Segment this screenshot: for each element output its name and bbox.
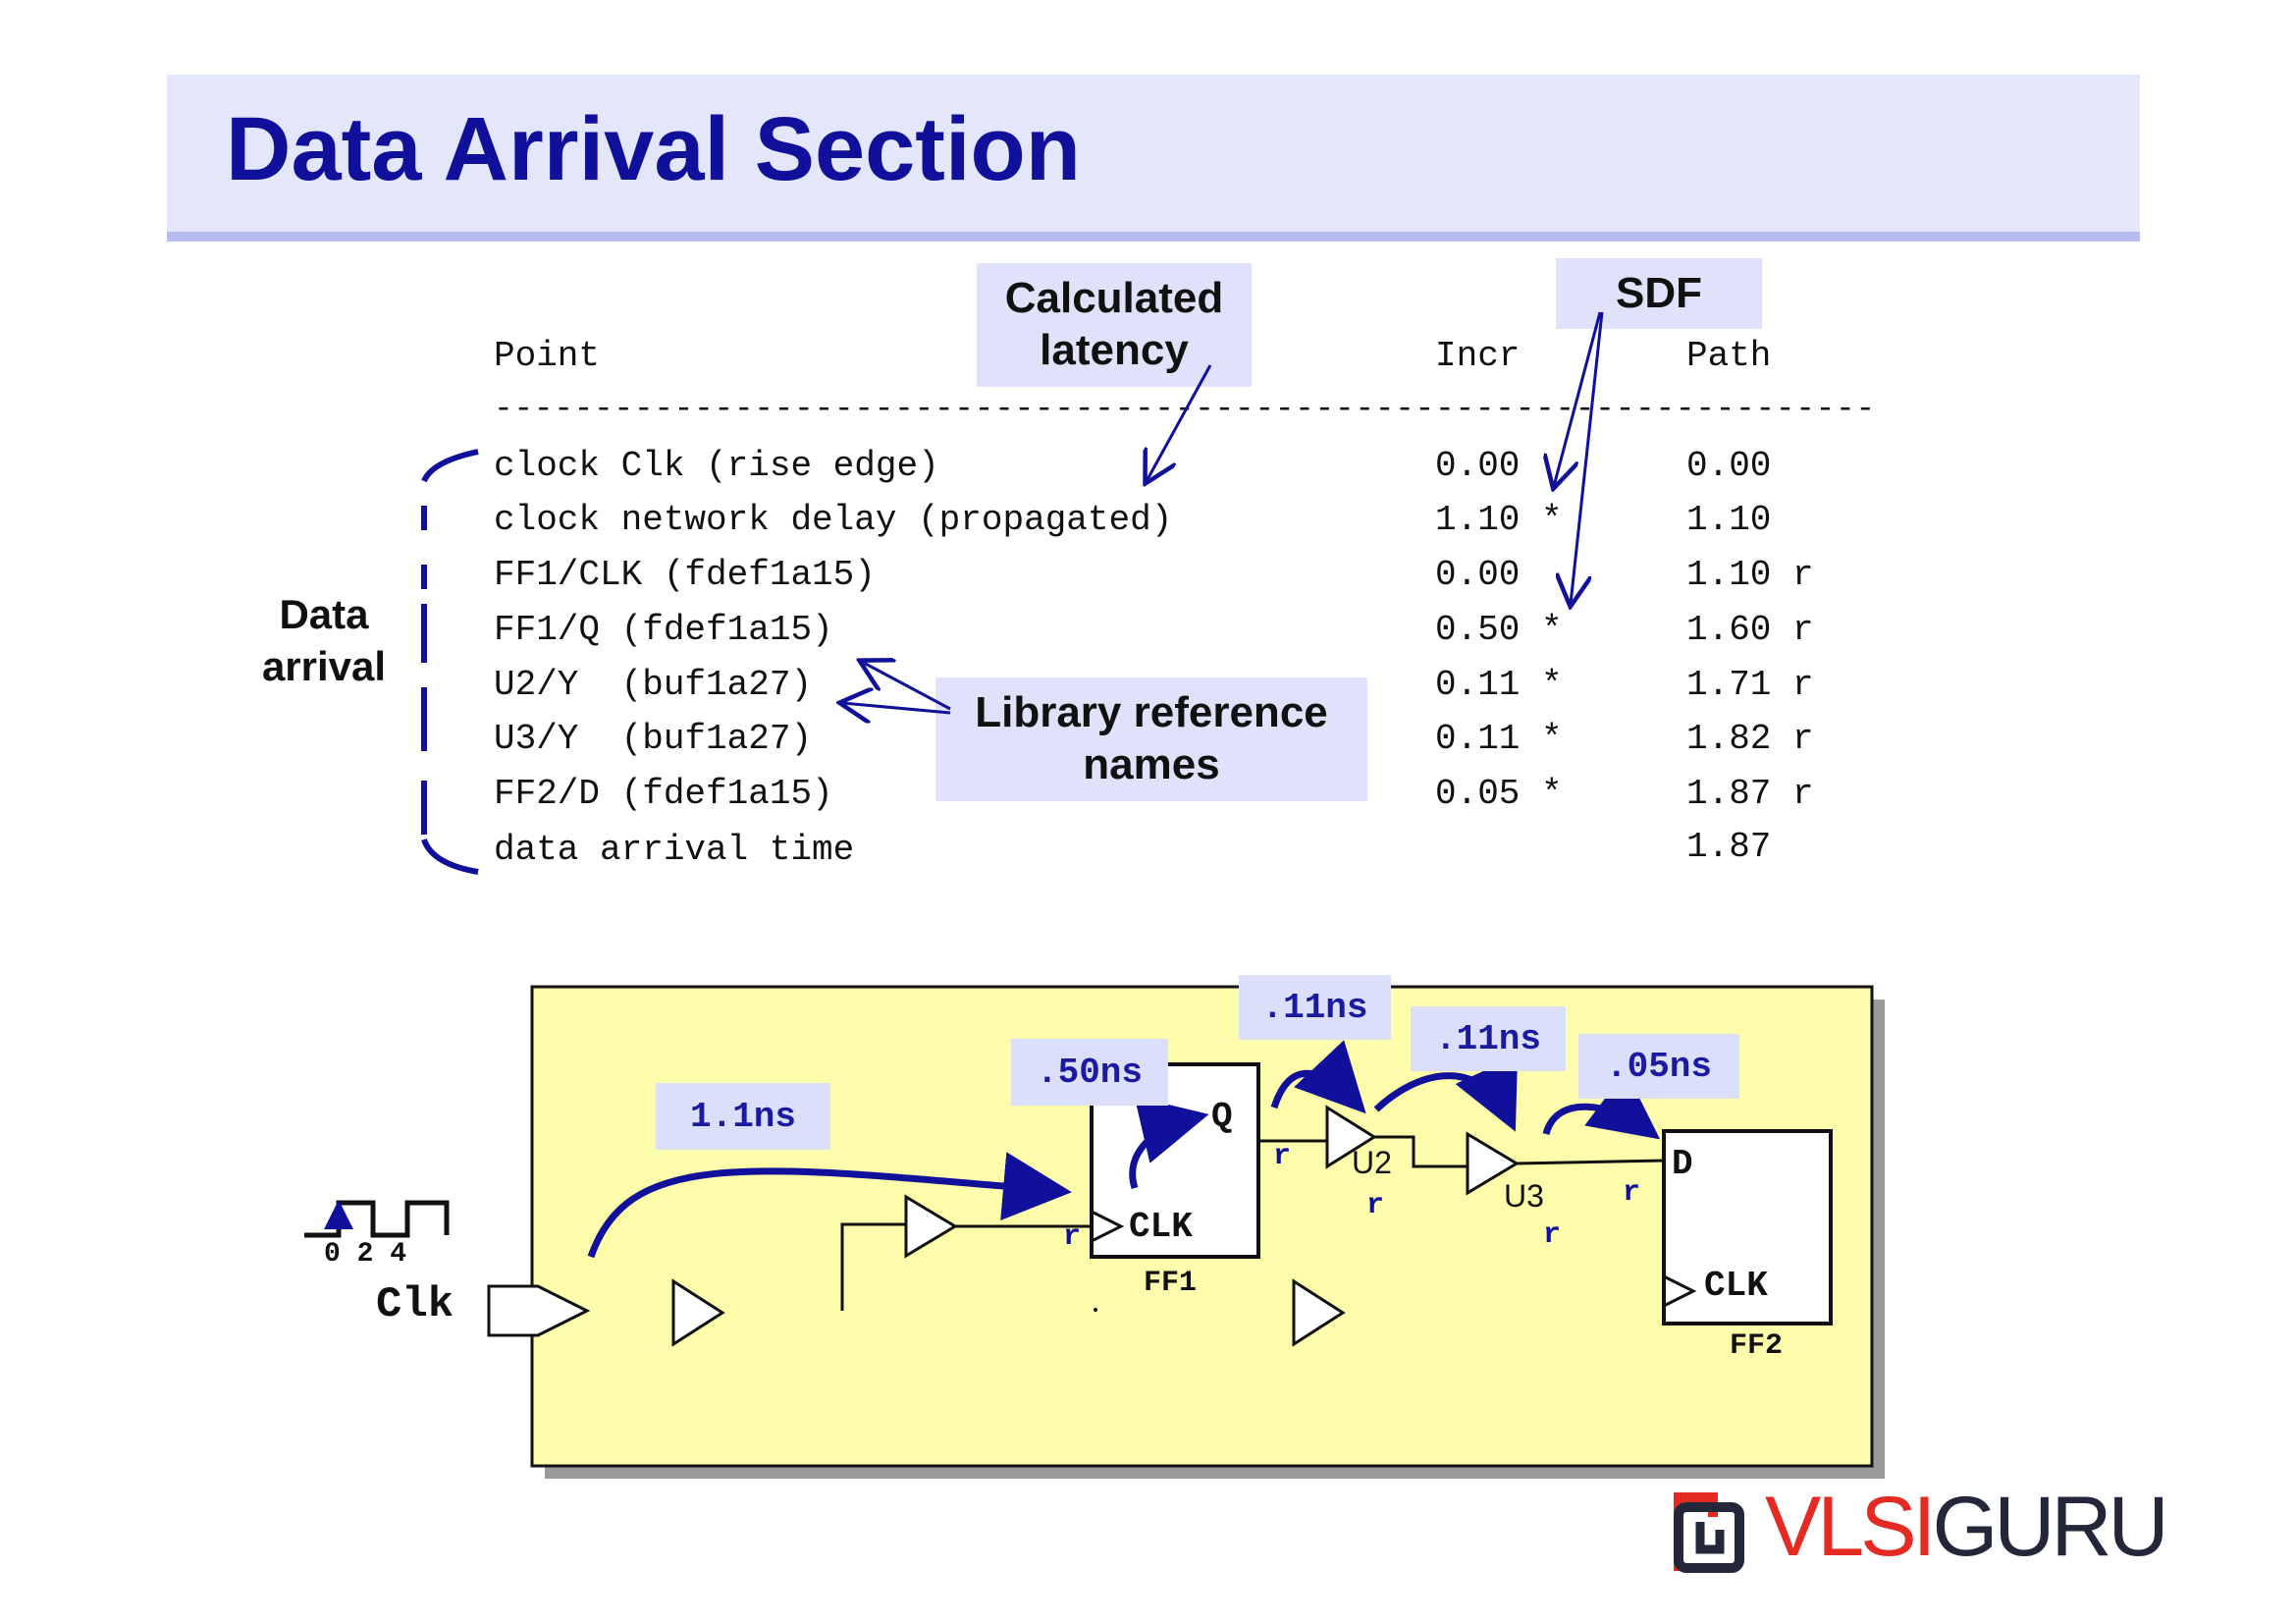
row-point: FF1/CLK (fdef1a15) bbox=[494, 555, 876, 595]
libref-arrow bbox=[842, 703, 951, 713]
row-path: 1.82 r bbox=[1686, 719, 1814, 759]
vlsiguru-logo: VLSIGURU bbox=[1669, 1483, 2179, 1581]
u2-label: U2 bbox=[1352, 1145, 1392, 1180]
report-separator: ----------------------------------------… bbox=[494, 393, 1876, 425]
clock-buffer bbox=[671, 1278, 725, 1347]
row-incr: 0.11 * bbox=[1435, 665, 1563, 705]
row-incr: 1.10 * bbox=[1435, 500, 1563, 540]
row-point: U3/Y (buf1a27) bbox=[494, 719, 813, 759]
row-path: 1.71 r bbox=[1686, 665, 1814, 705]
clk-port-label: Clk bbox=[376, 1280, 454, 1329]
clk-net-delay-arrow bbox=[587, 1152, 1072, 1259]
u3-delay-arrow bbox=[1373, 1055, 1518, 1132]
header-point: Point bbox=[494, 336, 601, 376]
u3-delay-label: .11ns bbox=[1411, 1006, 1566, 1071]
sdf-arrow bbox=[1571, 311, 1604, 604]
u3-label: U3 bbox=[1504, 1178, 1544, 1214]
row-incr: 0.00 bbox=[1435, 446, 1521, 486]
header-incr: Incr bbox=[1435, 336, 1521, 376]
u3-buffer bbox=[1466, 1131, 1520, 1196]
row-path: 1.10 bbox=[1686, 500, 1772, 540]
logo-mark-icon bbox=[1674, 1492, 1744, 1573]
sdf-label: SDF bbox=[1556, 258, 1762, 329]
logo-text-guru: GURU bbox=[1932, 1480, 2168, 1574]
ff1-clk-pin: CLK bbox=[1129, 1207, 1193, 1247]
edge-marker: r bbox=[1273, 1140, 1292, 1173]
page-title: Data Arrival Section bbox=[226, 99, 1081, 199]
ff2-delay-arrow bbox=[1542, 1070, 1661, 1140]
edge-marker: r bbox=[1543, 1218, 1562, 1252]
title-bar: Data Arrival Section bbox=[167, 75, 2140, 242]
calculated-latency-label: Calculated latency bbox=[977, 263, 1252, 387]
clock-waveform bbox=[304, 1200, 450, 1238]
ff1-delay-label: .50ns bbox=[1011, 1039, 1168, 1106]
header-path: Path bbox=[1686, 336, 1772, 376]
u2-delay-label: .11ns bbox=[1239, 975, 1391, 1040]
row-point: data arrival time bbox=[494, 830, 855, 870]
ff1-name: FF1 bbox=[1144, 1267, 1198, 1300]
edge-marker: r bbox=[1623, 1176, 1641, 1210]
u2-delay-arrow bbox=[1270, 1040, 1366, 1114]
edge-marker: r bbox=[1063, 1220, 1082, 1254]
ff1-q-pin: Q bbox=[1211, 1097, 1233, 1137]
clock-buffer bbox=[1292, 1278, 1346, 1347]
row-point: FF1/Q (fdef1a15) bbox=[494, 610, 833, 650]
clk-net-delay-label: 1.1ns bbox=[656, 1083, 830, 1150]
row-path: 1.60 r bbox=[1686, 610, 1814, 650]
clk-port bbox=[487, 1284, 591, 1337]
row-path: 1.87 r bbox=[1686, 774, 1814, 814]
waveform-ticks: 0 2 4 bbox=[324, 1239, 407, 1270]
row-point: FF2/D (fdef1a15) bbox=[494, 774, 833, 814]
latency-arrow bbox=[1147, 364, 1212, 481]
row-point: clock Clk (rise edge) bbox=[494, 446, 939, 486]
library-reference-names-label: Library reference names bbox=[935, 677, 1367, 801]
row-point: clock network delay (propagated) bbox=[494, 500, 1173, 540]
libref-arrow bbox=[862, 662, 951, 711]
ff2-d-pin: D bbox=[1672, 1144, 1693, 1184]
u2-buffer bbox=[1325, 1105, 1377, 1169]
ff2-name: FF2 bbox=[1730, 1329, 1784, 1363]
row-path: 1.10 r bbox=[1686, 555, 1814, 595]
row-path: 1.87 bbox=[1686, 827, 1772, 867]
row-incr: 0.05 * bbox=[1435, 774, 1563, 814]
ff2-delay-label: .05ns bbox=[1578, 1034, 1739, 1099]
ff1-delay-arrow bbox=[1129, 1096, 1209, 1190]
data-arrival-label: Data arrival bbox=[261, 591, 387, 689]
row-incr: 0.50 * bbox=[1435, 610, 1563, 650]
row-incr: 0.11 * bbox=[1435, 719, 1563, 759]
data-arrival-bracket bbox=[421, 449, 479, 875]
row-point: U2/Y (buf1a27) bbox=[494, 665, 813, 705]
logo-text-vlsi: VLSI bbox=[1765, 1480, 1936, 1574]
ff2-clk-pin: CLK bbox=[1704, 1266, 1768, 1306]
sdf-arrow bbox=[1554, 311, 1602, 486]
clock-buffer bbox=[904, 1194, 958, 1259]
edge-marker: r bbox=[1366, 1189, 1385, 1222]
row-incr: 0.00 bbox=[1435, 555, 1521, 595]
row-path: 0.00 bbox=[1686, 446, 1772, 486]
